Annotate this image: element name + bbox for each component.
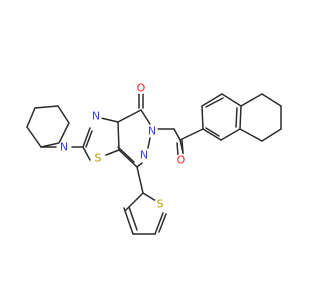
thiophene-ring: [123, 192, 167, 235]
molecule-structure-diagram: N S N O N N S O: [26, 82, 282, 235]
acyl-linker: [156, 128, 204, 154]
tetralin-saturated-ring: [239, 93, 282, 142]
ring-imine-n-atom: N: [138, 149, 150, 162]
ring-carbonyl-bond: [138, 93, 144, 109]
thiophene-s-atom: S: [154, 198, 166, 211]
ring-carbonyl-o-label: O: [137, 82, 146, 95]
tetralin-aromatic-ring: [201, 93, 242, 141]
piperidine-ring: [26, 105, 70, 148]
thiazole-s-atom: S: [92, 152, 104, 165]
thiazole-n-atom: N: [90, 110, 102, 123]
piperidine-n-label: N: [60, 141, 68, 154]
ketone-o-atom: O: [175, 154, 187, 167]
ring-amide-n-label: N: [148, 125, 156, 138]
ketone-bond: [176, 139, 184, 156]
ring-imine-n-label: N: [140, 149, 148, 162]
thiophene-attachment: [136, 166, 144, 194]
thiophene-s-label: S: [157, 198, 164, 211]
thiazole-n-label: N: [92, 110, 100, 123]
piperidine-n-atom: N: [58, 141, 70, 154]
ring-carbonyl-o-atom: O: [135, 82, 147, 95]
ketone-o-label: O: [177, 154, 186, 167]
thiazole-s-label: S: [95, 152, 102, 165]
pyridazinone-ring: [117, 109, 151, 168]
thiazole-ring: [82, 117, 120, 161]
atom-labels: N S N O N N S O: [58, 82, 187, 211]
ring-amide-n-atom: N: [146, 125, 158, 138]
